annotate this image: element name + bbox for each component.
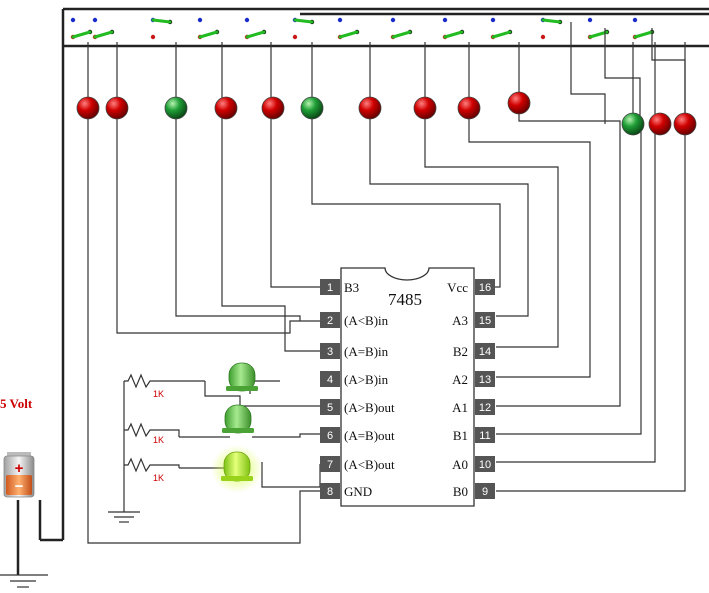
toggle-switch-6[interactable] <box>292 17 315 40</box>
input-led-row <box>76 91 697 136</box>
chip-pin-label: (A>B)out <box>344 400 395 415</box>
chip-pin-number: 6 <box>327 430 333 442</box>
toggle-switch-11[interactable] <box>540 17 563 40</box>
chip-pin-10: 10 A0 <box>452 456 495 472</box>
ic-7485: 7485 1 B3 2 (A<B)in 3 (A=B)in 4 (A>B)in 5 (A>B)ou… <box>320 267 495 507</box>
supply-voltage-label: 5 Volt <box>0 396 33 411</box>
chip-pin-4: 4 (A>B)in <box>320 371 389 387</box>
input-led-10-red <box>507 91 531 115</box>
input-led-9-red <box>457 96 481 120</box>
battery-minus-sign: − <box>15 478 24 495</box>
chip-pin-1: 1 B3 <box>320 279 359 295</box>
output-led-aeqb <box>222 404 254 434</box>
chip-pin-number: 12 <box>479 402 491 414</box>
toggle-switch-2[interactable] <box>92 17 115 40</box>
input-led-8-red <box>413 96 437 120</box>
chip-pin-8: 8 GND <box>320 483 372 499</box>
chip-pin-number: 1 <box>327 282 333 294</box>
chip-pin-16: 16 Vcc <box>447 279 495 295</box>
input-led-3-green <box>164 96 188 120</box>
chip-pin-label: Vcc <box>447 280 468 295</box>
chip-pin-number: 3 <box>327 346 333 358</box>
chip-pin-label: B2 <box>453 344 468 359</box>
resistor-2: 1K <box>124 422 180 445</box>
output-led-agtb <box>226 362 258 392</box>
chip-pin-14: 14 B2 <box>453 343 495 359</box>
chip-pin-2: 2 (A<B)in <box>320 312 389 328</box>
resistor-3-label: 1K <box>153 473 164 483</box>
toggle-switch-row <box>70 17 655 40</box>
chip-pin-number: 16 <box>479 282 491 294</box>
chip-pin-number: 4 <box>327 374 333 386</box>
toggle-switch-7[interactable] <box>337 17 360 40</box>
input-led-13-red <box>673 112 697 136</box>
resistor-1: 1K <box>124 373 179 399</box>
chip-pin-number: 15 <box>479 315 491 327</box>
chip-pin-label: A0 <box>452 457 468 472</box>
toggle-switch-5[interactable] <box>244 17 267 40</box>
resistor-2-label: 1K <box>153 435 164 445</box>
chip-pin-number: 13 <box>479 374 491 386</box>
chip-pin-number: 11 <box>479 430 490 442</box>
toggle-switch-3[interactable] <box>150 17 173 40</box>
chip-pin-12: 12 A1 <box>452 399 495 415</box>
left-rails <box>0 46 65 588</box>
chip-pin-13: 13 A2 <box>452 371 495 387</box>
chip-pin-label: B1 <box>453 428 468 443</box>
input-led-7-red <box>358 96 382 120</box>
battery: + − 5 Volt <box>0 396 35 498</box>
chip-pin-number: 8 <box>327 486 333 498</box>
input-led-12-red <box>648 112 672 136</box>
chip-pin-label: A3 <box>452 313 468 328</box>
top-bus <box>61 7 709 48</box>
chip-pin-11: 11 B1 <box>453 427 495 443</box>
input-led-6-green <box>300 96 324 120</box>
chip-pin-label: (A<B)out <box>344 457 395 472</box>
toggle-switch-9[interactable] <box>442 17 465 40</box>
output-leds <box>211 362 263 493</box>
chip-pin-label: B3 <box>344 280 359 295</box>
toggle-switch-1[interactable] <box>70 17 93 40</box>
output-led-altb <box>211 445 263 493</box>
chip-pin-9: 9 B0 <box>453 483 495 499</box>
chip-pin-label: B0 <box>453 484 468 499</box>
resistor-1-label: 1K <box>153 389 164 399</box>
chip-pin-number: 14 <box>479 346 491 358</box>
chip-pin-number: 7 <box>327 459 333 471</box>
chip-title: 7485 <box>388 290 422 309</box>
toggle-switch-10[interactable] <box>490 17 513 40</box>
toggle-switch-13[interactable] <box>632 17 655 40</box>
chip-pin-3: 3 (A=B)in <box>320 343 389 359</box>
chip-pin-number: 2 <box>327 315 333 327</box>
chip-pin-label: (A>B)in <box>344 372 389 387</box>
input-led-1-red <box>76 96 100 120</box>
chip-pin-number: 10 <box>479 459 491 471</box>
chip-pin-7: 7 (A<B)out <box>320 456 395 472</box>
chip-pin-label: GND <box>344 484 372 499</box>
chip-pin-6: 6 (A=B)out <box>320 427 395 443</box>
input-led-5-red <box>261 96 285 120</box>
input-led-11-green <box>621 112 645 136</box>
chip-pin-number: 9 <box>482 486 488 498</box>
input-led-4-red <box>214 96 238 120</box>
toggle-switch-8[interactable] <box>390 17 413 40</box>
resistor-3: 1K <box>124 457 180 483</box>
chip-pin-label: (A=B)in <box>344 344 389 359</box>
chip-pin-label: A1 <box>452 400 468 415</box>
resistor-network: 1K 1K 1K <box>124 373 180 483</box>
chip-pin-label: (A=B)out <box>344 428 395 443</box>
chip-pin-15: 15 A3 <box>452 312 495 328</box>
chip-pin-label: (A<B)in <box>344 313 389 328</box>
battery-plus-sign: + <box>15 460 24 477</box>
input-led-2-red <box>105 96 129 120</box>
toggle-switch-12[interactable] <box>587 17 610 40</box>
toggle-switch-4[interactable] <box>197 17 220 40</box>
chip-pin-label: A2 <box>452 372 468 387</box>
chip-pin-5: 5 (A>B)out <box>320 399 395 415</box>
chip-pins: 1 B3 2 (A<B)in 3 (A=B)in 4 (A>B)in 5 (A>B)out 6 (A=… <box>320 279 495 499</box>
chip-pin-number: 5 <box>327 402 333 414</box>
